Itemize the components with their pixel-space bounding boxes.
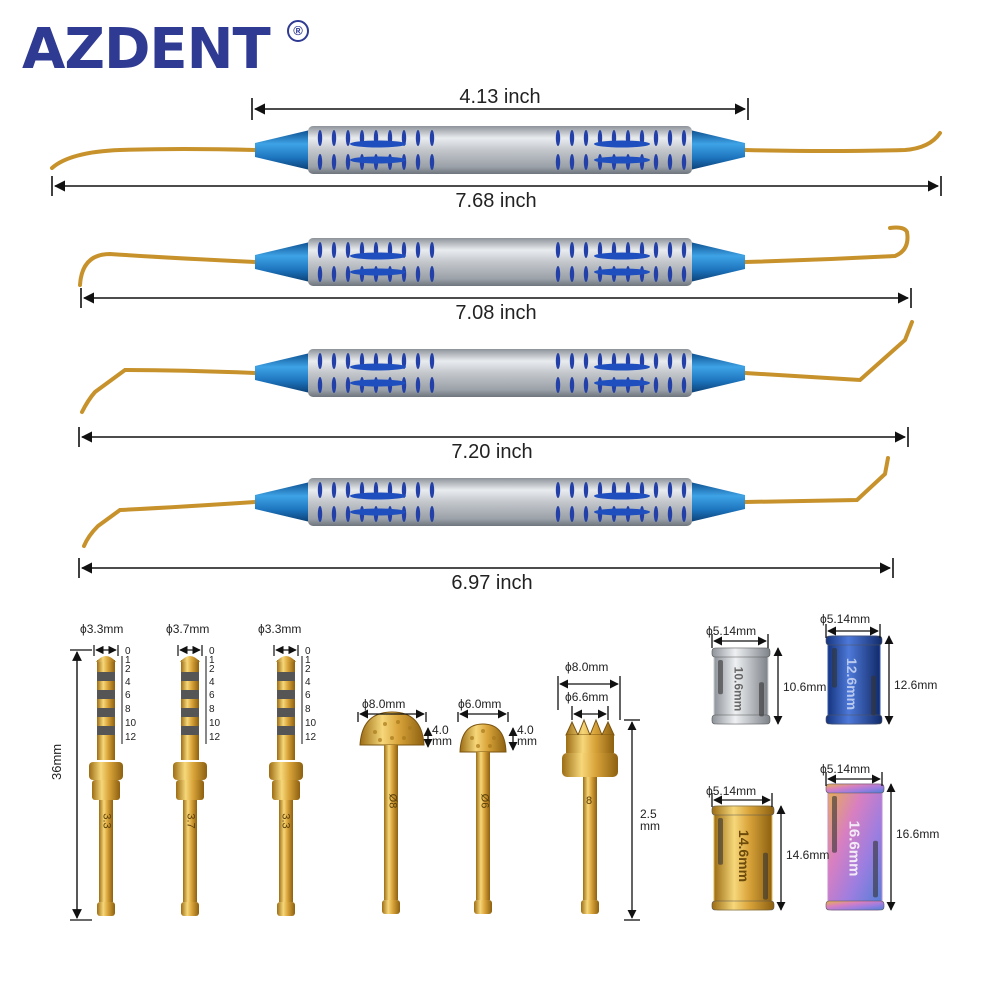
bur-diameter-label-2: ϕ6.0mm	[458, 697, 502, 711]
depth-scale-tick: 10	[209, 718, 221, 729]
sleeve-diameter-label-3: ϕ5.14mm	[706, 784, 757, 798]
depth-scale-tick: 0	[305, 646, 311, 657]
bur-marking-1: Ø8	[386, 793, 399, 809]
depth-scale-tick: 2	[125, 664, 131, 675]
drill-marking-1: 3.3	[100, 813, 113, 829]
sleeve-2	[825, 635, 883, 725]
sleeve-group	[711, 635, 885, 911]
drill-1	[89, 645, 123, 916]
handle-length-label: 4.13 inch	[459, 86, 541, 108]
trephine-depth-label: 2.5 mm	[640, 807, 660, 833]
bur-diameter-label-1: ϕ8.0mm	[362, 697, 406, 711]
registered-mark: ®	[287, 20, 309, 42]
depth-scale-tick: 0	[125, 646, 131, 657]
sleeve-engraving-4: 16.6mm	[845, 820, 863, 877]
drill-diameter-label-2: ϕ3.7mm	[166, 622, 210, 636]
depth-scale-tick: 10	[125, 718, 137, 729]
drill-2	[173, 645, 207, 916]
depth-scale-tick: 6	[209, 690, 215, 701]
instrument-1	[50, 126, 942, 174]
bur-marking-2: Ø6	[478, 793, 491, 809]
trephine-outer-label: ϕ8.0mm	[565, 660, 609, 674]
sleeve-1	[711, 647, 771, 725]
bur-group	[357, 676, 640, 921]
depth-scale-tick: 4	[125, 677, 131, 688]
sleeve-engraving-3: 14.6mm	[736, 829, 753, 883]
bur-depth-label-2: 4.0 mm	[517, 723, 537, 748]
sleeve-engraving-1: 10.6mm	[731, 666, 746, 712]
instrument-3	[80, 320, 914, 414]
trephine-marking: 8	[586, 795, 593, 807]
depth-scale-tick: 2	[305, 664, 311, 675]
sleeve-diameter-label-4: ϕ5.14mm	[820, 762, 871, 776]
depth-scale-tick: 8	[125, 704, 131, 715]
instrument-2	[78, 225, 910, 287]
instrument-length-label-2: 7.08 inch	[455, 302, 537, 324]
instrument-4	[82, 456, 890, 548]
drill-diameter-label-3: ϕ3.3mm	[258, 622, 302, 636]
drill-length-label: 36mm	[49, 743, 64, 780]
sleeve-diameter-label-2: ϕ5.14mm	[820, 612, 871, 626]
depth-scale-tick: 8	[305, 704, 311, 715]
drill-diameter-label-1: ϕ3.3mm	[80, 622, 124, 636]
sleeve-engraving-2: 12.6mm	[844, 657, 861, 711]
sleeve-length-label-3: 14.6mm	[786, 848, 830, 862]
instrument-length-label-4: 6.97 inch	[451, 572, 533, 594]
depth-scale-tick: 12	[305, 732, 317, 743]
drill-group	[70, 645, 303, 921]
sleeve-diameter-label-1: ϕ5.14mm	[706, 624, 757, 638]
sleeve-length-label-1: 10.6mm	[783, 680, 827, 694]
depth-scale-tick: 1	[209, 655, 215, 666]
depth-scale-tick: 12	[125, 732, 137, 743]
depth-scale-tick: 4	[305, 677, 311, 688]
sleeve-3	[711, 805, 775, 911]
drill-marking-3: 3.3	[279, 813, 292, 829]
depth-scale-tick: 6	[305, 690, 311, 701]
drill-marking-2: 3.7	[184, 813, 197, 829]
brand-logo: AZDENT	[22, 17, 271, 82]
sleeve-length-label-4: 16.6mm	[896, 827, 940, 841]
depth-scale-tick: 1	[125, 655, 131, 666]
sleeve-length-label-2: 12.6mm	[894, 678, 938, 692]
bur-depth-label-1: 4.0 mm	[432, 723, 452, 748]
depth-scale-tick: 10	[305, 718, 317, 729]
trephine-inner-label: ϕ6.6mm	[565, 690, 609, 704]
instrument-length-label-1: 7.68 inch	[455, 190, 537, 212]
sleeve-4	[825, 783, 885, 911]
depth-scale-tick: 4	[209, 677, 215, 688]
depth-scale-tick: 6	[125, 690, 131, 701]
depth-scale-tick: 12	[209, 732, 221, 743]
depth-scale-tick: 8	[209, 704, 215, 715]
depth-scale-tick: 0	[209, 646, 215, 657]
instrument-length-label-3: 7.20 inch	[451, 441, 533, 463]
drill-3	[269, 645, 303, 916]
instrument-group	[50, 126, 942, 548]
depth-scale-tick: 2	[209, 664, 215, 675]
depth-scale-tick: 1	[305, 655, 311, 666]
